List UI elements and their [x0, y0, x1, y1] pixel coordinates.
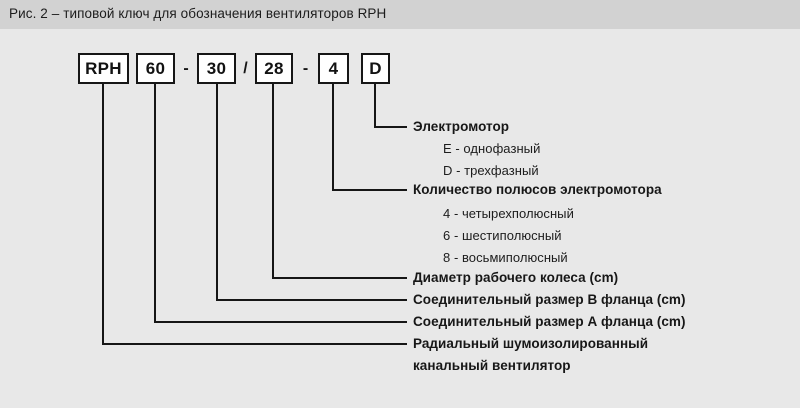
leader-hline-impeller — [272, 277, 407, 279]
leader-hline-poles — [332, 189, 407, 191]
leader-vline-model — [102, 84, 104, 345]
code-separator-dash-1: - — [183, 59, 189, 77]
leader-vline-flange-a — [154, 84, 156, 323]
legend-option-poles-4: 4 - четырехполюсный — [443, 206, 574, 221]
code-box-pole-count: 4 — [318, 53, 349, 84]
leader-hline-flange-b — [216, 299, 407, 301]
legend-option-poles-8: 8 - восьмиполюсный — [443, 250, 568, 265]
legend-title-motor: Электромотор — [413, 119, 510, 134]
leader-hline-flange-a — [154, 321, 407, 323]
code-separator-dash-2: - — [302, 59, 309, 77]
leader-vline-motor — [374, 84, 376, 128]
figure-caption-text: Рис. 2 – типовой ключ для обозначения ве… — [9, 6, 387, 21]
leader-hline-motor — [374, 126, 407, 128]
legend-title-flange-b: Соединительный размер В фланца (cm) — [413, 292, 686, 307]
code-box-flange-b: 30 — [197, 53, 236, 84]
code-box-impeller-diameter: 28 — [255, 53, 293, 84]
code-box-motor-type: D — [361, 53, 390, 84]
legend-title-fan-type-line1: Радиальный шумоизолированный — [413, 336, 649, 351]
legend-title-pole-count: Количество полюсов электромотора — [413, 182, 662, 197]
legend-option-poles-6: 6 - шестиполюсный — [443, 228, 562, 243]
legend-option-motor-single-phase: E - однофазный — [443, 141, 541, 156]
legend-title-flange-a: Соединительный размер А фланца (cm) — [413, 314, 686, 329]
figure-caption-bar: Рис. 2 – типовой ключ для обозначения ве… — [0, 0, 800, 29]
leader-vline-impeller — [272, 84, 274, 279]
code-box-model: RPH — [78, 53, 129, 84]
legend-title-impeller-diameter: Диаметр рабочего колеса (cm) — [413, 270, 619, 285]
code-box-flange-a: 60 — [136, 53, 175, 84]
legend-title-fan-type-line2: канальный вентилятор — [413, 358, 571, 373]
code-separator-slash: / — [243, 59, 248, 77]
legend-option-motor-three-phase: D - трехфазный — [443, 163, 539, 178]
leader-vline-flange-b — [216, 84, 218, 301]
leader-vline-poles — [332, 84, 334, 191]
leader-hline-model — [102, 343, 407, 345]
